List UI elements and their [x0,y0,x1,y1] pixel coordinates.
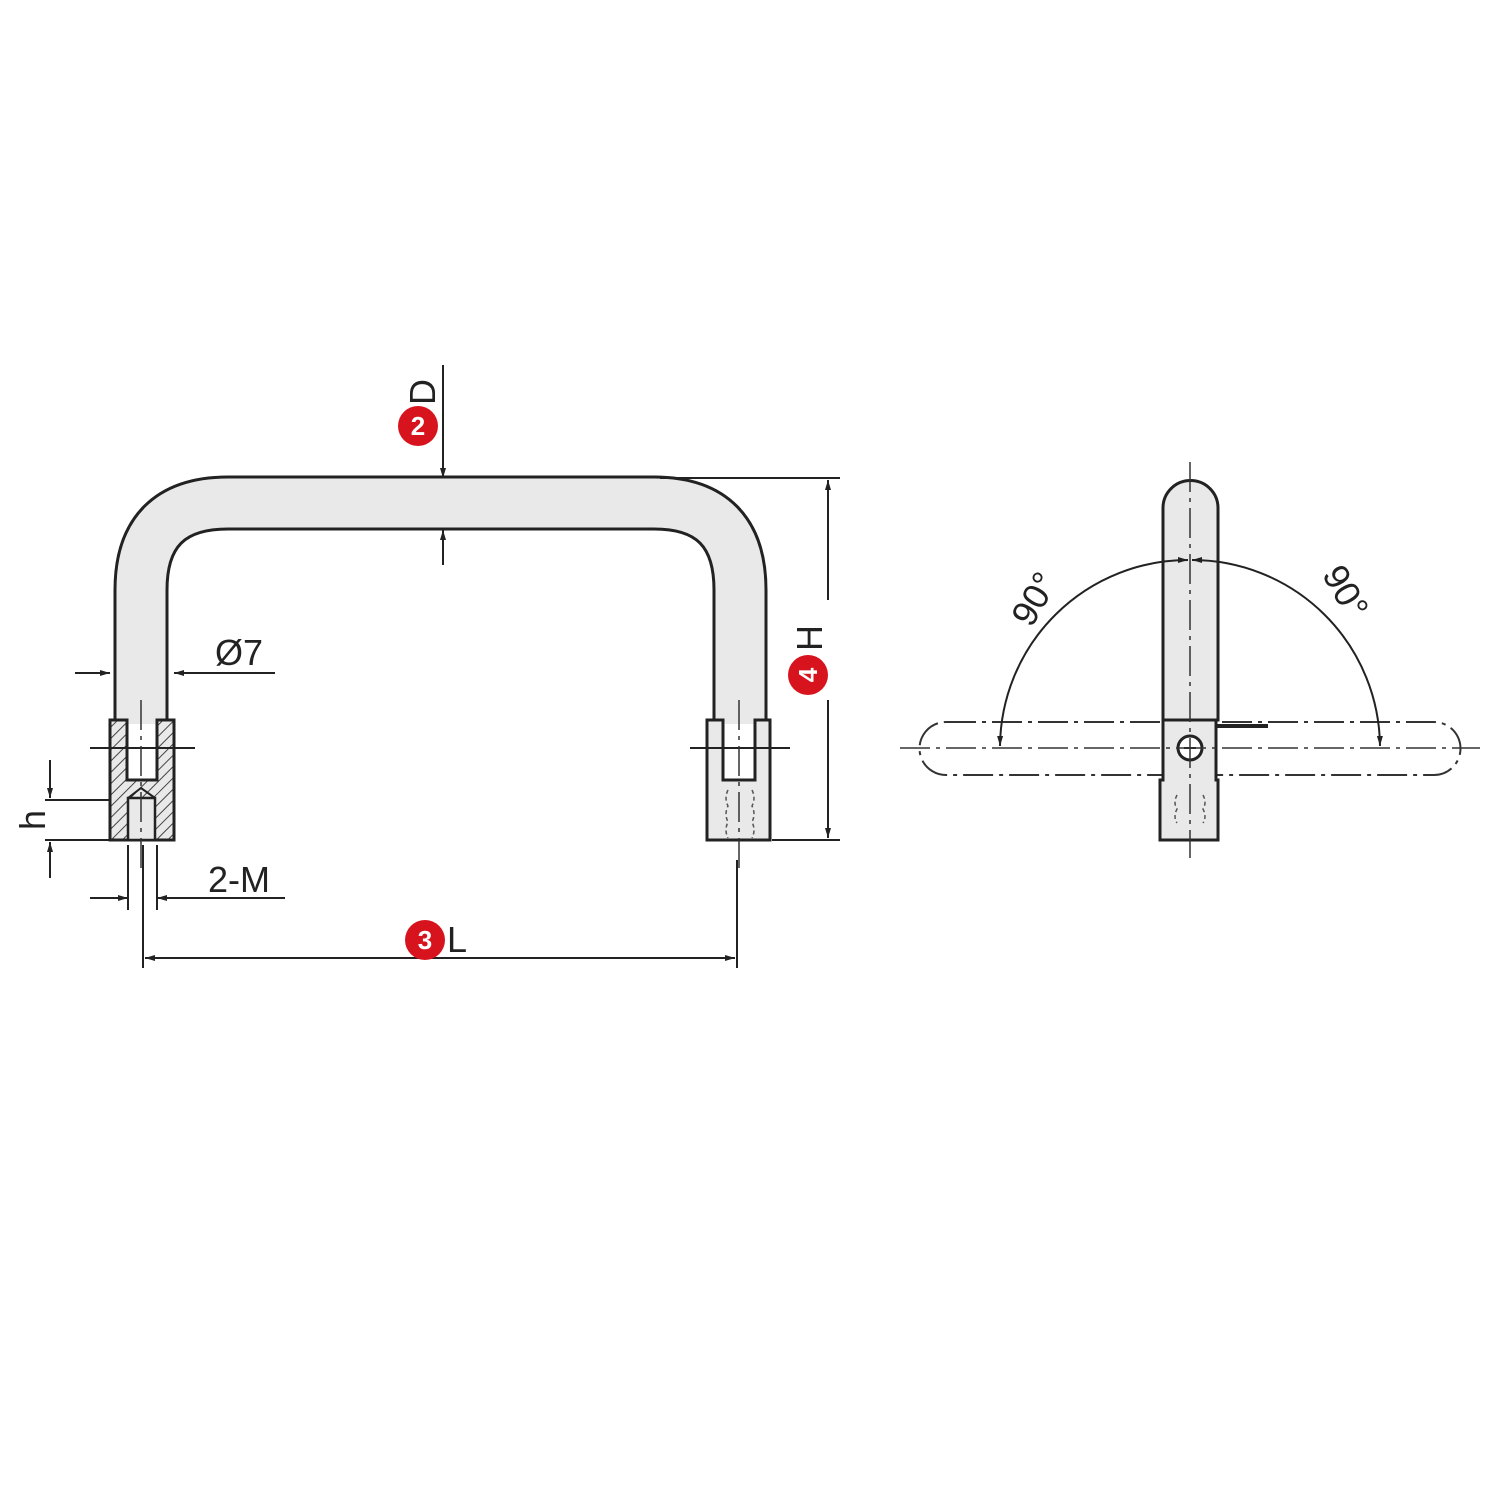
dimension-diameter: Ø7 [75,632,275,676]
badge-number: 3 [418,925,432,955]
badge-3 [405,920,445,960]
front-view [90,475,790,870]
folded-handle-ghost [918,721,1462,776]
dimension-thread: 2-M [90,845,285,910]
angle-left-label: 90° [1003,565,1066,633]
handle-tube [113,475,768,722]
d-label: D [402,379,443,405]
badge-4 [788,655,828,695]
badge-number: 4 [793,667,823,682]
right-foot [705,718,772,842]
badge-2 [398,406,438,446]
h-depth-label: h [12,810,53,830]
thread-label: 2-M [208,859,270,900]
dimension-h-depth: h [12,760,110,878]
dimension-h-height: 4 H [660,477,840,841]
angle-right-label: 90° [1314,558,1377,626]
dimension-l: 3 L [142,845,738,968]
side-view: 90° 90° [900,462,1480,858]
badge-number: 2 [411,411,425,441]
left-foot-section [108,718,176,842]
l-label: L [447,919,467,960]
diameter-label: Ø7 [215,632,263,673]
dimension-d: 2 D [398,365,446,565]
h-label: H [789,625,830,651]
